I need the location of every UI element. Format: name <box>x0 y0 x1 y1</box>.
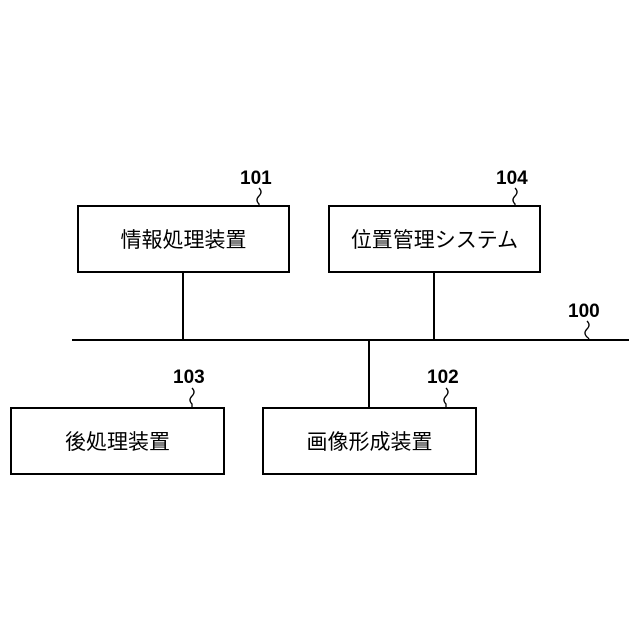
info-processing-ref-leader <box>257 188 261 206</box>
position-management-label: 位置管理システム <box>351 228 518 252</box>
info-processing-label: 情報処理装置 <box>121 228 247 252</box>
position-management-ref-label: 104 <box>496 168 528 189</box>
network-ref-label: 100 <box>568 301 600 322</box>
info-processing-ref-label: 101 <box>240 168 272 189</box>
image-forming-label: 画像形成装置 <box>307 430 433 454</box>
post-processing-label: 後処理装置 <box>65 430 170 454</box>
position-management-ref-leader <box>513 188 517 206</box>
image-forming-ref-leader <box>444 388 448 408</box>
post-processing-ref-label: 103 <box>173 367 205 388</box>
post-processing-device: 後処理装置 <box>11 408 224 474</box>
post-processing-ref-leader <box>190 388 194 408</box>
image-forming-ref-label: 102 <box>427 367 459 388</box>
info-processing-device: 情報処理装置 <box>78 206 289 272</box>
image-forming-device: 画像形成装置 <box>263 408 476 474</box>
position-management-system: 位置管理システム <box>329 206 540 272</box>
network-ref-leader <box>585 321 589 340</box>
